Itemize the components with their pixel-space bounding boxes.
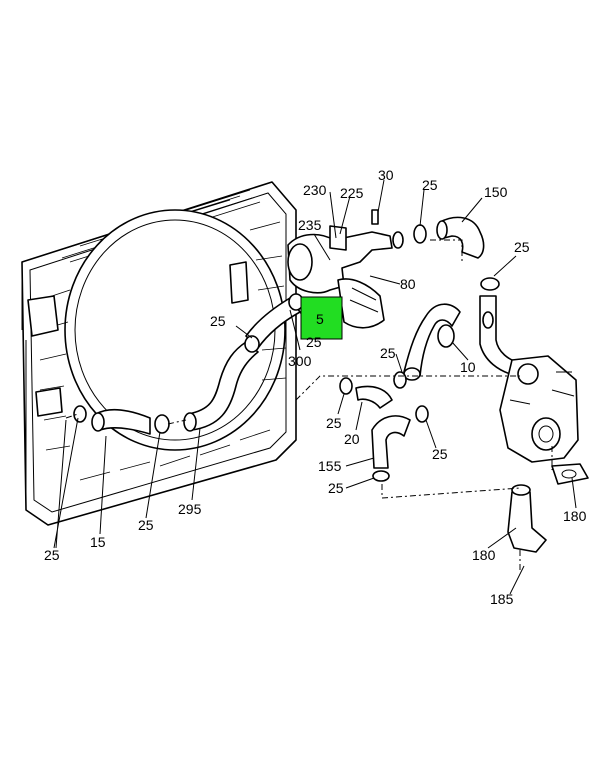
lower-hose-15 [91,408,151,435]
hose-295 [183,341,259,432]
callout-20[interactable]: 20 [344,431,360,447]
outlet-fitting-180 [507,484,547,553]
water-pump [499,355,579,463]
hose-10 [403,303,461,381]
callout-150[interactable]: 150 [484,184,508,200]
callout-15[interactable]: 15 [90,534,106,550]
gasket-180 [551,463,589,485]
callout-25-lower[interactable]: 25 [138,517,154,533]
callout-25-top[interactable]: 25 [422,177,438,193]
elbow-150 [436,216,485,259]
upper-housing [287,209,393,329]
highlight-label: 5 [316,311,324,327]
clamp-upper [392,224,427,249]
callout-10[interactable]: 10 [460,359,476,375]
callout-25-below-box[interactable]: 25 [306,334,322,350]
callout-30[interactable]: 30 [378,167,394,183]
highlight-box[interactable] [300,296,343,340]
callout-300[interactable]: 300 [288,353,312,369]
callout-225[interactable]: 225 [340,185,364,201]
callout-25-far-left[interactable]: 25 [44,547,60,563]
callout-295[interactable]: 295 [178,501,202,517]
radiator-assembly [21,181,297,526]
callout-185[interactable]: 185 [490,591,514,607]
callout-230[interactable]: 230 [303,182,327,198]
callout-25-right[interactable]: 25 [514,239,530,255]
callout-235[interactable]: 235 [298,217,322,233]
callout-25-elbow20[interactable]: 25 [326,415,342,431]
elbow-155 [371,405,429,482]
callout-180-fitting[interactable]: 180 [472,547,496,563]
callout-80[interactable]: 80 [400,276,416,292]
callout-25-left-hose[interactable]: 25 [210,313,226,329]
callout-155[interactable]: 155 [318,458,342,474]
elbow-20 [339,371,407,409]
callout-180-gasket[interactable]: 180 [563,508,587,524]
callout-25-mid[interactable]: 25 [380,345,396,361]
callout-25-bottom[interactable]: 25 [328,480,344,496]
callout-25-elbow155[interactable]: 25 [432,446,448,462]
